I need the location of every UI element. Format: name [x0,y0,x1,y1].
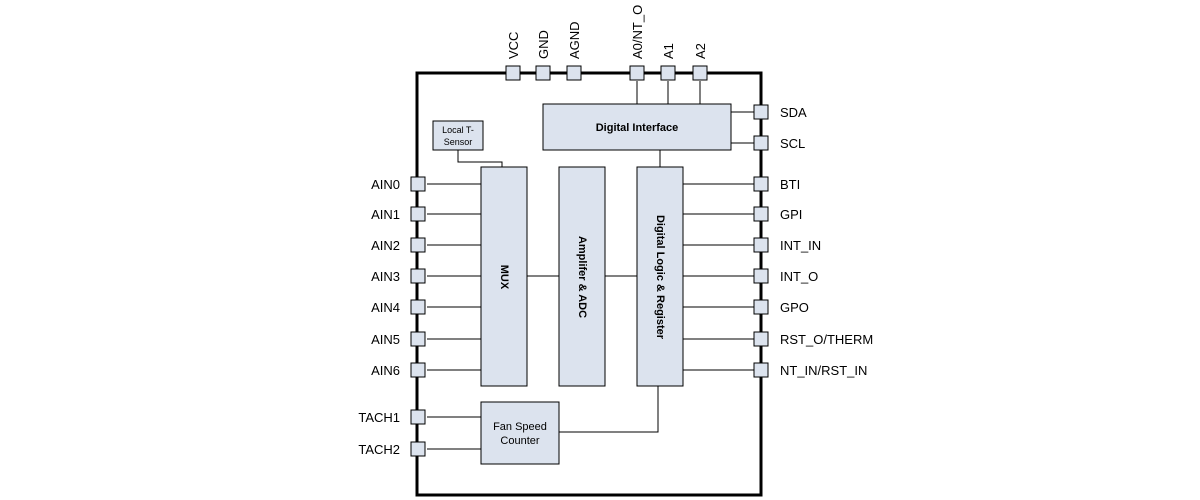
pin-a1 [660,65,676,81]
amp-adc-label: Amplifer & ADC [576,236,588,318]
fan-speed-counter-block [480,401,560,465]
pin-label-vcc: VCC [506,32,521,59]
pin-tach2 [410,441,426,457]
chip-outline [415,71,763,497]
pin-sda [753,104,769,120]
pin-label-int-o: INT_O [780,269,818,284]
pin-label-ain5: AIN5 [371,332,400,347]
pin-label-ain3: AIN3 [371,269,400,284]
fan-label-line2: Counter [500,435,539,447]
pin-label-a1: A1 [661,43,676,59]
pin-vcc [505,65,521,81]
pin-label-nt-in-rst-in: NT_IN/RST_IN [780,363,867,378]
pin-gnd [535,65,551,81]
right-pins: SDA SCL BTI GPI INT_IN INT_O GPO RST_O/THERM NT_… [683,104,873,378]
pin-label-rst-o-therm: RST_O/THERM [780,332,873,347]
pin-label-int-in: INT_IN [780,238,821,253]
pin-label-gpo: GPO [780,300,809,315]
local-sensor-label-line2: Sensor [444,137,473,147]
pin-int-o [753,268,769,284]
pin-label-scl: SCL [780,136,805,151]
mux-label: MUX [498,265,510,290]
pin-label-gnd: GND [536,30,551,59]
pin-label-tach2: TACH2 [358,442,400,457]
pin-gpo [753,299,769,315]
pin-label-sda: SDA [780,105,807,120]
pin-label-ain2: AIN2 [371,238,400,253]
pin-label-tach1: TACH1 [358,410,400,425]
pin-ain1 [410,206,426,222]
pin-label-a0-nt-o: A0/NT_O [630,5,645,59]
pin-gpi [753,206,769,222]
pin-label-ain1: AIN1 [371,207,400,222]
pin-label-gpi: GPI [780,207,802,222]
digital-interface-label: Digital Interface [596,122,679,134]
wire-sensor-mux [457,150,503,167]
pin-tach1 [410,409,426,425]
pin-int-in [753,237,769,253]
pin-rst-o-therm [753,331,769,347]
pin-agnd [566,65,582,81]
pin-bti [753,176,769,192]
pin-label-bti: BTI [780,177,800,192]
fan-label-line1: Fan Speed [493,421,547,433]
pin-a2 [692,65,708,81]
pin-label-ain0: AIN0 [371,177,400,192]
pin-label-a2: A2 [693,43,708,59]
pin-ain6 [410,362,426,378]
pin-nt-in-rst-in [753,362,769,378]
local-sensor-label-line1: Local T- [442,125,474,135]
pin-ain3 [410,268,426,284]
pin-ain0 [410,176,426,192]
wire-fan-logic [559,386,659,433]
pin-ain2 [410,237,426,253]
pin-scl [753,135,769,151]
pin-ain4 [410,299,426,315]
pin-ain5 [410,331,426,347]
pin-label-agnd: AGND [567,21,582,59]
pin-label-ain6: AIN6 [371,363,400,378]
pin-label-ain4: AIN4 [371,300,400,315]
logic-label: Digital Logic & Register [654,215,666,340]
top-pins: VCC GND AGND A0/NT_O A1 A2 [505,5,708,81]
pin-a0-nt-o [629,65,645,81]
